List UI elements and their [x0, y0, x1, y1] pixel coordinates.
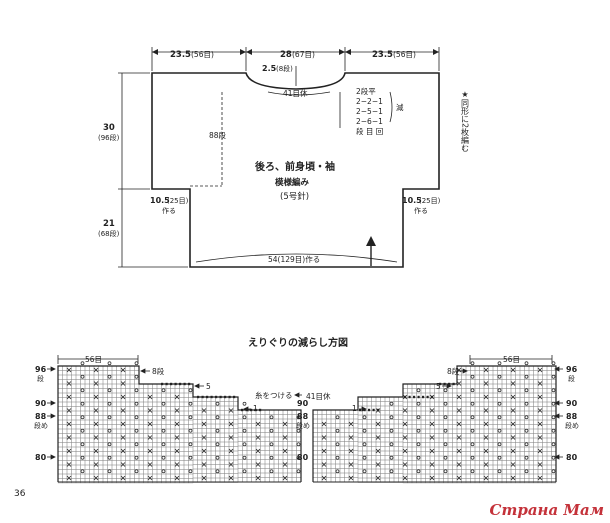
- row-label-88-right: 88: [566, 412, 578, 421]
- chart-rest: 41目休: [306, 391, 331, 401]
- row-labels-right: 96 段 90 88 段め 80: [565, 365, 579, 462]
- upper-cm: 30: [103, 123, 115, 133]
- chart-left-5: 5: [206, 382, 211, 391]
- cuff-left-st: (25目): [167, 197, 189, 205]
- row-label-96-left: 96: [35, 365, 47, 374]
- row-label-80-mid: 80: [297, 453, 309, 462]
- cuff-left-cm: 10.5: [150, 196, 170, 205]
- neck-rest: 41目休: [283, 88, 308, 98]
- row-label-80-right: 80: [566, 453, 578, 462]
- dim-center-st: (67目): [292, 50, 315, 59]
- row-label-96-left-sub: 段: [37, 374, 44, 383]
- dim-left-cm: 23.5: [170, 50, 191, 60]
- chart-left-1: 1: [253, 404, 258, 413]
- lower-cm: 21: [103, 219, 115, 229]
- chart-right-1: 1: [352, 404, 357, 413]
- chart-arrows: [140, 368, 468, 412]
- needle-size: (5号針): [280, 191, 309, 202]
- row-label-96-right-sub: 段: [568, 374, 575, 383]
- dim-right-st: (56目): [393, 50, 416, 59]
- row-label-90-left: 90: [35, 399, 47, 408]
- chart-right-5: 5: [436, 382, 441, 391]
- bottom-cast-on: 54(129目)作る: [268, 254, 320, 264]
- row-label-88-mid-sub: 段め: [296, 421, 310, 430]
- chart-left-8: 8段: [152, 366, 165, 376]
- row-label-arrows: [47, 366, 563, 460]
- neck-cm: 2.5: [262, 64, 277, 73]
- chart-left-st: 56目: [85, 355, 102, 364]
- chart-thread: 糸をつける: [255, 390, 293, 400]
- row-labels-mid: 90 88 段め 80: [296, 399, 310, 462]
- cuff-right-st: (25目): [419, 197, 441, 205]
- side-note: ★同形に2枚編む: [461, 90, 470, 152]
- dec-row-2: 2−2−1: [356, 97, 383, 106]
- row-label-88-left: 88: [35, 412, 47, 421]
- dim-right-cm: 23.5: [372, 50, 393, 60]
- dimension-lines: [118, 47, 440, 268]
- dec-row-1: 2段平: [356, 86, 376, 96]
- chart-grid-right: [312, 365, 557, 484]
- dim-center-cm: 28: [280, 50, 292, 60]
- upper-rows: (96段): [98, 133, 120, 142]
- site-logo: Страна Мам: [489, 501, 604, 519]
- pattern-name: 模様編み: [275, 177, 310, 188]
- chart-grid-left: [57, 365, 302, 484]
- dim-left-st: (56目): [191, 50, 214, 59]
- chart-dimensions: [57, 355, 553, 364]
- row-label-88-mid: 88: [297, 412, 309, 421]
- cuff-right-cm: 10.5: [402, 196, 422, 205]
- mid-rows: 88段: [209, 130, 227, 140]
- cuff-left-make: 作る: [162, 206, 176, 215]
- chart-right-8: 8段: [447, 366, 460, 376]
- cuff-right-make: 作る: [414, 206, 428, 215]
- row-labels-left: 96 段 90 88 段め 80: [34, 365, 48, 462]
- dec-row-4: 2−6−1: [356, 117, 383, 126]
- dec-label: 減: [396, 102, 404, 112]
- garment-schematic: [151, 72, 440, 268]
- chart-right-st: 56目: [503, 355, 520, 364]
- neck-st: (8段): [276, 64, 293, 73]
- page-number: 36: [14, 489, 26, 499]
- piece-title: 後ろ、前身頃・袖: [255, 160, 335, 173]
- stitch-symbols: [66, 361, 556, 481]
- row-label-96-right: 96: [566, 365, 578, 374]
- row-label-90-right: 90: [566, 399, 578, 408]
- dec-footer: 段 目 回: [356, 126, 383, 136]
- row-label-90-mid: 90: [297, 399, 309, 408]
- row-label-80-left: 80: [35, 453, 47, 462]
- dec-row-3: 2−5−1: [356, 107, 383, 116]
- row-label-88-left-sub: 段め: [34, 421, 48, 430]
- chart-title: えりぐりの減らし方図: [248, 336, 348, 349]
- lower-rows: (68段): [98, 229, 120, 238]
- row-label-88-right-sub: 段め: [565, 421, 579, 430]
